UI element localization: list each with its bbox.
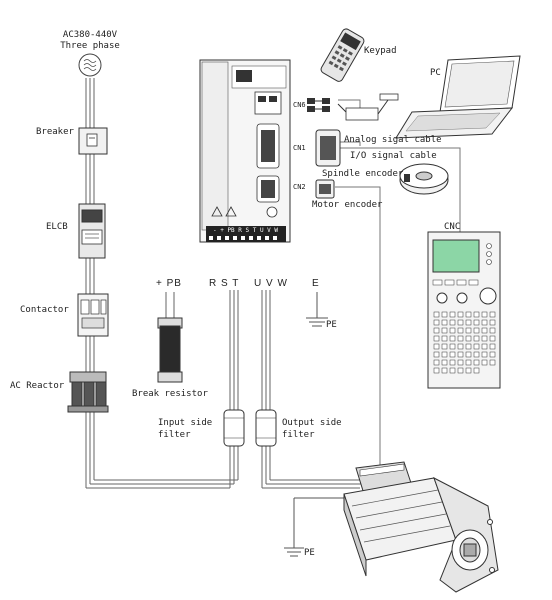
keypad-label: Keypad xyxy=(364,46,397,56)
cn2-label: CN2 xyxy=(293,183,306,191)
cn1-connector xyxy=(315,129,341,167)
elcb-label: ELCB xyxy=(46,222,68,232)
output-filter-icon xyxy=(255,409,277,447)
io-cable-label: I/O signal cable xyxy=(350,151,437,161)
cnc-label: CNC xyxy=(444,222,461,232)
cnc-controller-icon xyxy=(427,231,501,389)
supply-label-line1: AC380-440V xyxy=(62,30,118,40)
output-lines xyxy=(261,290,368,489)
cn6-connector xyxy=(307,93,399,121)
pe-motor-label: PE xyxy=(304,548,315,558)
power-supply-icon xyxy=(78,53,102,77)
input-filter-label-line1: Input side xyxy=(158,418,213,428)
contactor-icon xyxy=(77,293,109,337)
signal-cables xyxy=(335,99,461,470)
spindle-encoder-icon xyxy=(399,163,449,195)
contactor-label: Contactor xyxy=(20,305,69,315)
brake-resistor-icon xyxy=(157,317,183,383)
motor-ground xyxy=(284,497,350,557)
servo-drive xyxy=(199,59,291,243)
cn2-connector xyxy=(315,179,335,199)
drive-ground xyxy=(306,292,328,327)
spindle-encoder-label: Spindle encoder xyxy=(322,169,404,179)
brake-leads xyxy=(165,292,175,318)
pc-label: PC xyxy=(430,68,441,78)
supply-label-line2: Three phase xyxy=(60,41,120,51)
servo-motor-icon xyxy=(343,461,499,593)
input-filter-label-line2: filter xyxy=(158,430,191,440)
terminal-rst-label: R S T xyxy=(209,278,240,289)
terminal-uvw-label: U V W xyxy=(254,278,288,289)
break-resistor-label: Break resistor xyxy=(132,389,208,399)
ac-reactor-icon xyxy=(67,371,109,413)
pc-laptop-icon xyxy=(395,55,521,139)
pe-label: PE xyxy=(326,320,337,330)
keypad-icon xyxy=(320,28,365,82)
drive-terminal-strip-label: - + PB R S T U V W xyxy=(213,227,279,234)
terminal-pb-label: + PB xyxy=(156,278,182,289)
cn1-label: CN1 xyxy=(293,144,306,152)
breaker-icon xyxy=(78,127,108,155)
output-filter-label-line2: filter xyxy=(282,430,315,440)
terminal-e-label: E xyxy=(312,278,320,289)
breaker-label: Breaker xyxy=(36,127,74,137)
ac-reactor-label: AC Reactor xyxy=(10,381,65,391)
elcb-icon xyxy=(78,203,106,259)
output-filter-label-line1: Output side xyxy=(282,418,342,428)
cn6-label: CN6 xyxy=(293,101,306,109)
analog-cable-label: Analog sigal cable xyxy=(344,135,442,145)
supply-lines xyxy=(85,78,239,489)
motor-encoder-label: Motor encoder xyxy=(312,200,383,210)
input-filter-icon xyxy=(223,409,245,447)
